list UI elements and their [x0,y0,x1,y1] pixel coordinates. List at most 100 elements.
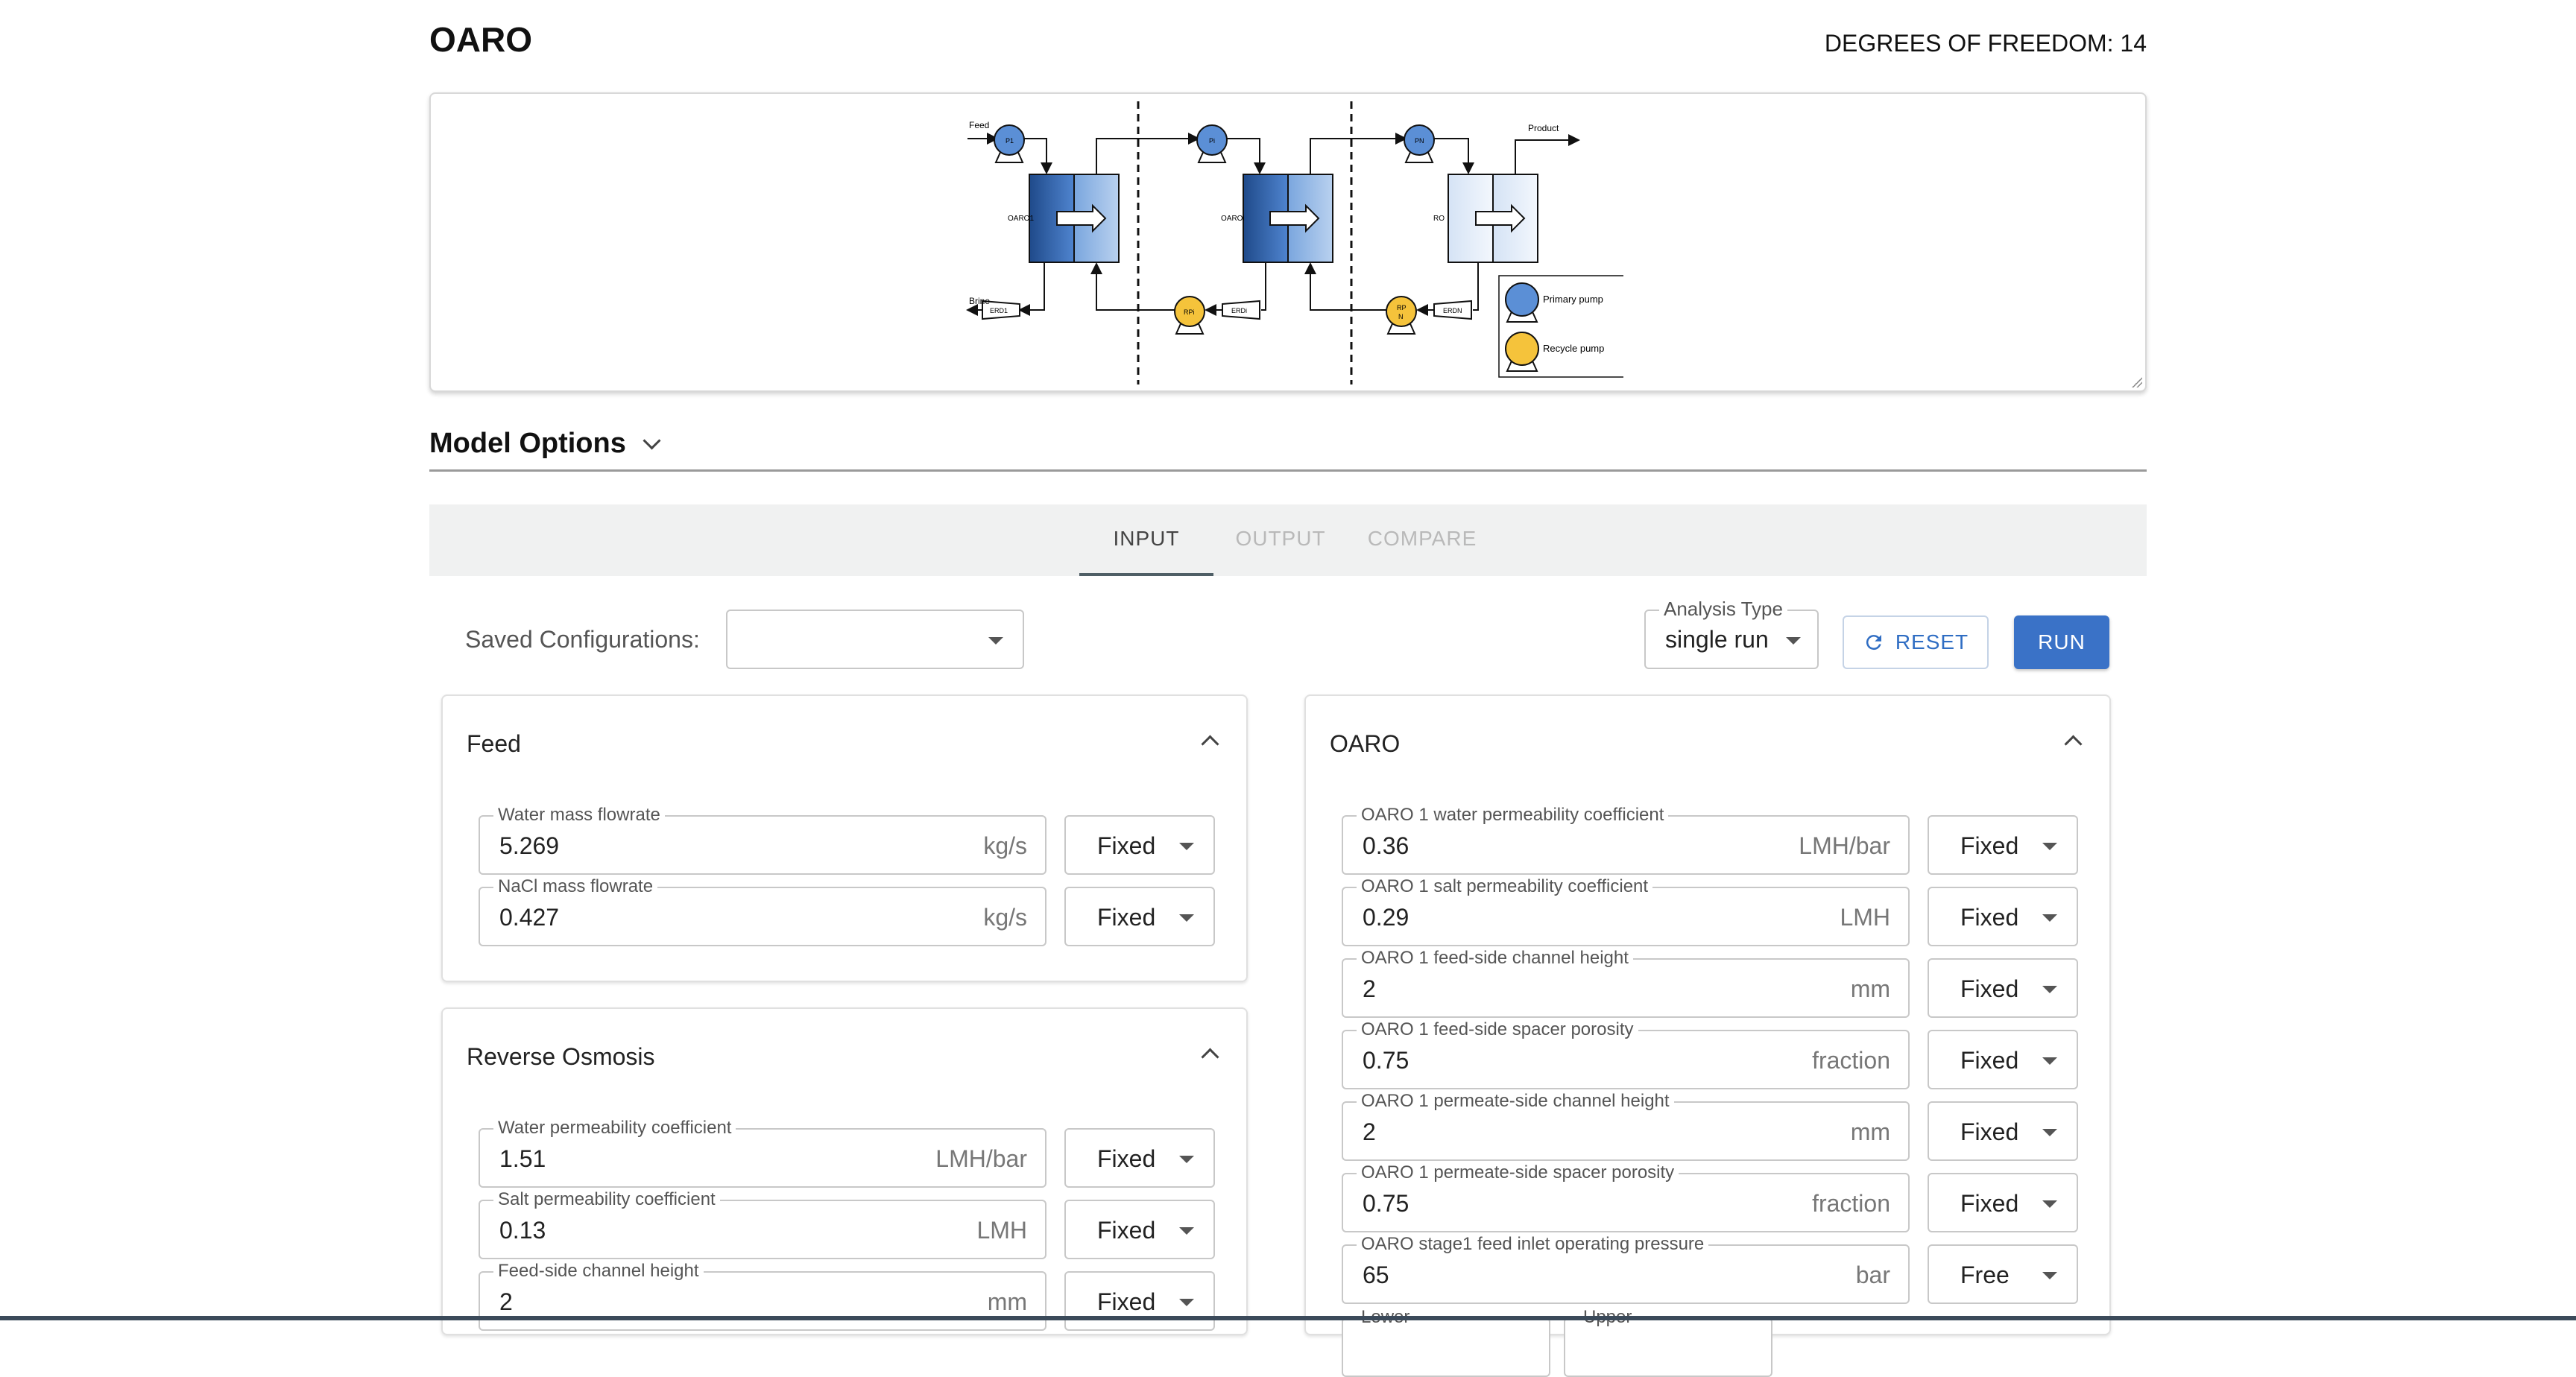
oaro1-feed-spacer-porosity-mode-select[interactable]: Fixed [1928,1030,2078,1089]
tab-output[interactable]: OUTPUT [1235,527,1326,550]
model-options-toggle[interactable]: Model Options [429,428,661,460]
field-label: NaCl mass flowrate [493,876,658,897]
run-button[interactable]: RUN [2014,615,2109,669]
model-options-label: Model Options [429,428,626,459]
field-label: Water mass flowrate [493,805,665,826]
mode-value: Fixed [1960,832,2019,859]
nacl-mass-flowrate-field[interactable]: NaCl mass flowrate 0.427 kg/s [479,876,1046,946]
field-label: OARO 1 permeate-side spacer porosity [1357,1162,1679,1183]
degrees-of-freedom: DEGREES OF FREEDOM: 14 [1824,30,2147,57]
field-value: 1.51 [499,1145,546,1172]
nacl-mass-flowrate-mode-select[interactable]: Fixed [1064,887,1215,946]
chevron-up-icon[interactable] [1201,1048,1219,1066]
field-unit: bar [1855,1262,1890,1288]
ro-salt-permeability-field[interactable]: Salt permeability coefficient 0.13 LMH [479,1189,1046,1259]
chevron-up-icon[interactable] [1201,735,1219,753]
oaro1-feed-channel-height-mode-select[interactable]: Fixed [1928,958,2078,1018]
oaro1-permeate-channel-height-field[interactable]: OARO 1 permeate-side channel height 2 mm [1342,1091,1910,1161]
oaro1-feed-channel-height-field[interactable]: OARO 1 feed-side channel height 2 mm [1342,948,1910,1018]
saved-configurations-label: Saved Configurations: [465,626,700,653]
pump-pi-icon: Pi [1196,124,1228,163]
water-mass-flowrate-field[interactable]: Water mass flowrate 5.269 kg/s [479,805,1046,875]
tab-bar: INPUT OUTPUT COMPARE [429,504,2147,576]
mode-value: Fixed [1097,832,1156,859]
svg-text:P1: P1 [1006,137,1014,145]
svg-text:ERDi: ERDi [1231,307,1247,314]
field-label: Salt permeability coefficient [493,1189,720,1210]
field-unit: LMH/bar [935,1145,1027,1172]
brine-label: Brine [969,296,990,306]
field-value: 0.75 [1363,1047,1409,1074]
dropdown-caret-icon [2042,1200,2057,1208]
ro-feed-channel-height-field[interactable]: Feed-side channel height 2 mm [479,1261,1046,1331]
erd1-icon: ERD1 [982,300,1020,320]
oaro-stage1-inlet-pressure-mode-select[interactable]: Free [1928,1244,2078,1304]
field-label: Feed-side channel height [493,1261,704,1282]
mode-value: Fixed [1097,1217,1156,1244]
tab-compare[interactable]: COMPARE [1367,527,1477,550]
svg-text:ERD1: ERD1 [990,307,1008,314]
svg-text:Pi: Pi [1209,137,1215,145]
pump-p1-icon: P1 [994,124,1025,163]
oaroi-label: OAROi [1221,215,1245,223]
dropdown-caret-icon [1179,843,1194,850]
oaro1-water-permeability-mode-select[interactable]: Fixed [1928,815,2078,875]
ro-water-permeability-field[interactable]: Water permeability coefficient 1.51 LMH/… [479,1118,1046,1188]
dropdown-caret-icon [1179,1156,1194,1163]
field-value: 0.36 [1363,832,1409,859]
oaroi-module: OAROi [1221,174,1333,263]
oaro1-permeate-channel-height-mode-select[interactable]: Fixed [1928,1101,2078,1161]
oaro1-permeate-spacer-porosity-field[interactable]: OARO 1 permeate-side spacer porosity 0.7… [1342,1162,1910,1232]
mode-value: Fixed [1960,904,2019,931]
field-label: OARO 1 water permeability coefficient [1357,805,1669,826]
diagram-legend: Primary pump Recycle pump [1498,275,1623,378]
resize-handle[interactable] [2132,377,2142,387]
saved-configurations-select[interactable] [726,610,1024,669]
svg-text:PN: PN [1415,137,1424,145]
oaro1-module: OARO1 [1008,174,1120,263]
pump-rpn-icon: RP N [1386,296,1417,335]
oaro1-salt-permeability-mode-select[interactable]: Fixed [1928,887,2078,946]
upper-bound-field[interactable]: Upper [1564,1307,1772,1377]
oaro-stage1-inlet-pressure-field[interactable]: OARO stage1 feed inlet operating pressur… [1342,1234,1910,1304]
dropdown-caret-icon [2042,1057,2057,1065]
oaro1-feed-spacer-porosity-field[interactable]: OARO 1 feed-side spacer porosity 0.75 fr… [1342,1019,1910,1089]
chevron-down-icon [643,431,661,450]
ro-label: RO [1433,215,1445,223]
run-label: RUN [2038,630,2086,653]
analysis-type-select[interactable]: Analysis Type single run [1644,598,1819,669]
svg-text:RP: RP [1397,304,1407,311]
erdi-icon: ERDi [1222,300,1260,320]
ro-salt-permeability-mode-select[interactable]: Fixed [1064,1200,1215,1259]
water-mass-flowrate-mode-select[interactable]: Fixed [1064,815,1215,875]
field-value: 0.75 [1363,1190,1409,1217]
field-unit: mm [1850,1118,1890,1145]
oaro1-permeate-spacer-porosity-mode-select[interactable]: Fixed [1928,1173,2078,1232]
oaro1-salt-permeability-field[interactable]: OARO 1 salt permeability coefficient 0.2… [1342,876,1910,946]
field-unit: mm [1850,975,1890,1002]
mode-value: Fixed [1097,904,1156,931]
ro-feed-channel-height-mode-select[interactable]: Fixed [1064,1271,1215,1331]
lower-bound-field[interactable]: Lower [1342,1307,1550,1377]
ro-water-permeability-mode-select[interactable]: Fixed [1064,1128,1215,1188]
reset-button[interactable]: RESET [1843,615,1989,669]
field-value: 2 [1363,1118,1376,1145]
chevron-up-icon[interactable] [2064,735,2083,753]
oaro1-label: OARO1 [1008,215,1034,223]
field-value: 0.427 [499,904,560,931]
oaro-card-title: OARO [1330,730,1401,757]
svg-text:ERDN: ERDN [1443,307,1462,314]
mode-value: Fixed [1960,1047,2019,1074]
reverse-osmosis-card-title: Reverse Osmosis [467,1043,655,1070]
oaro1-water-permeability-field[interactable]: OARO 1 water permeability coefficient 0.… [1342,805,1910,875]
pump-rpi-icon: RPi [1174,296,1205,335]
field-label: OARO 1 feed-side channel height [1357,948,1633,969]
tab-input[interactable]: INPUT [1079,504,1213,576]
analysis-type-label: Analysis Type [1659,598,1787,621]
field-unit: fraction [1812,1047,1890,1074]
dropdown-caret-icon [2042,1129,2057,1136]
mode-value: Fixed [1960,975,2019,1002]
field-unit: kg/s [983,904,1027,931]
oaro-card: OARO OARO 1 water permeability coefficie… [1304,694,2111,1377]
mode-value: Fixed [1960,1118,2019,1145]
